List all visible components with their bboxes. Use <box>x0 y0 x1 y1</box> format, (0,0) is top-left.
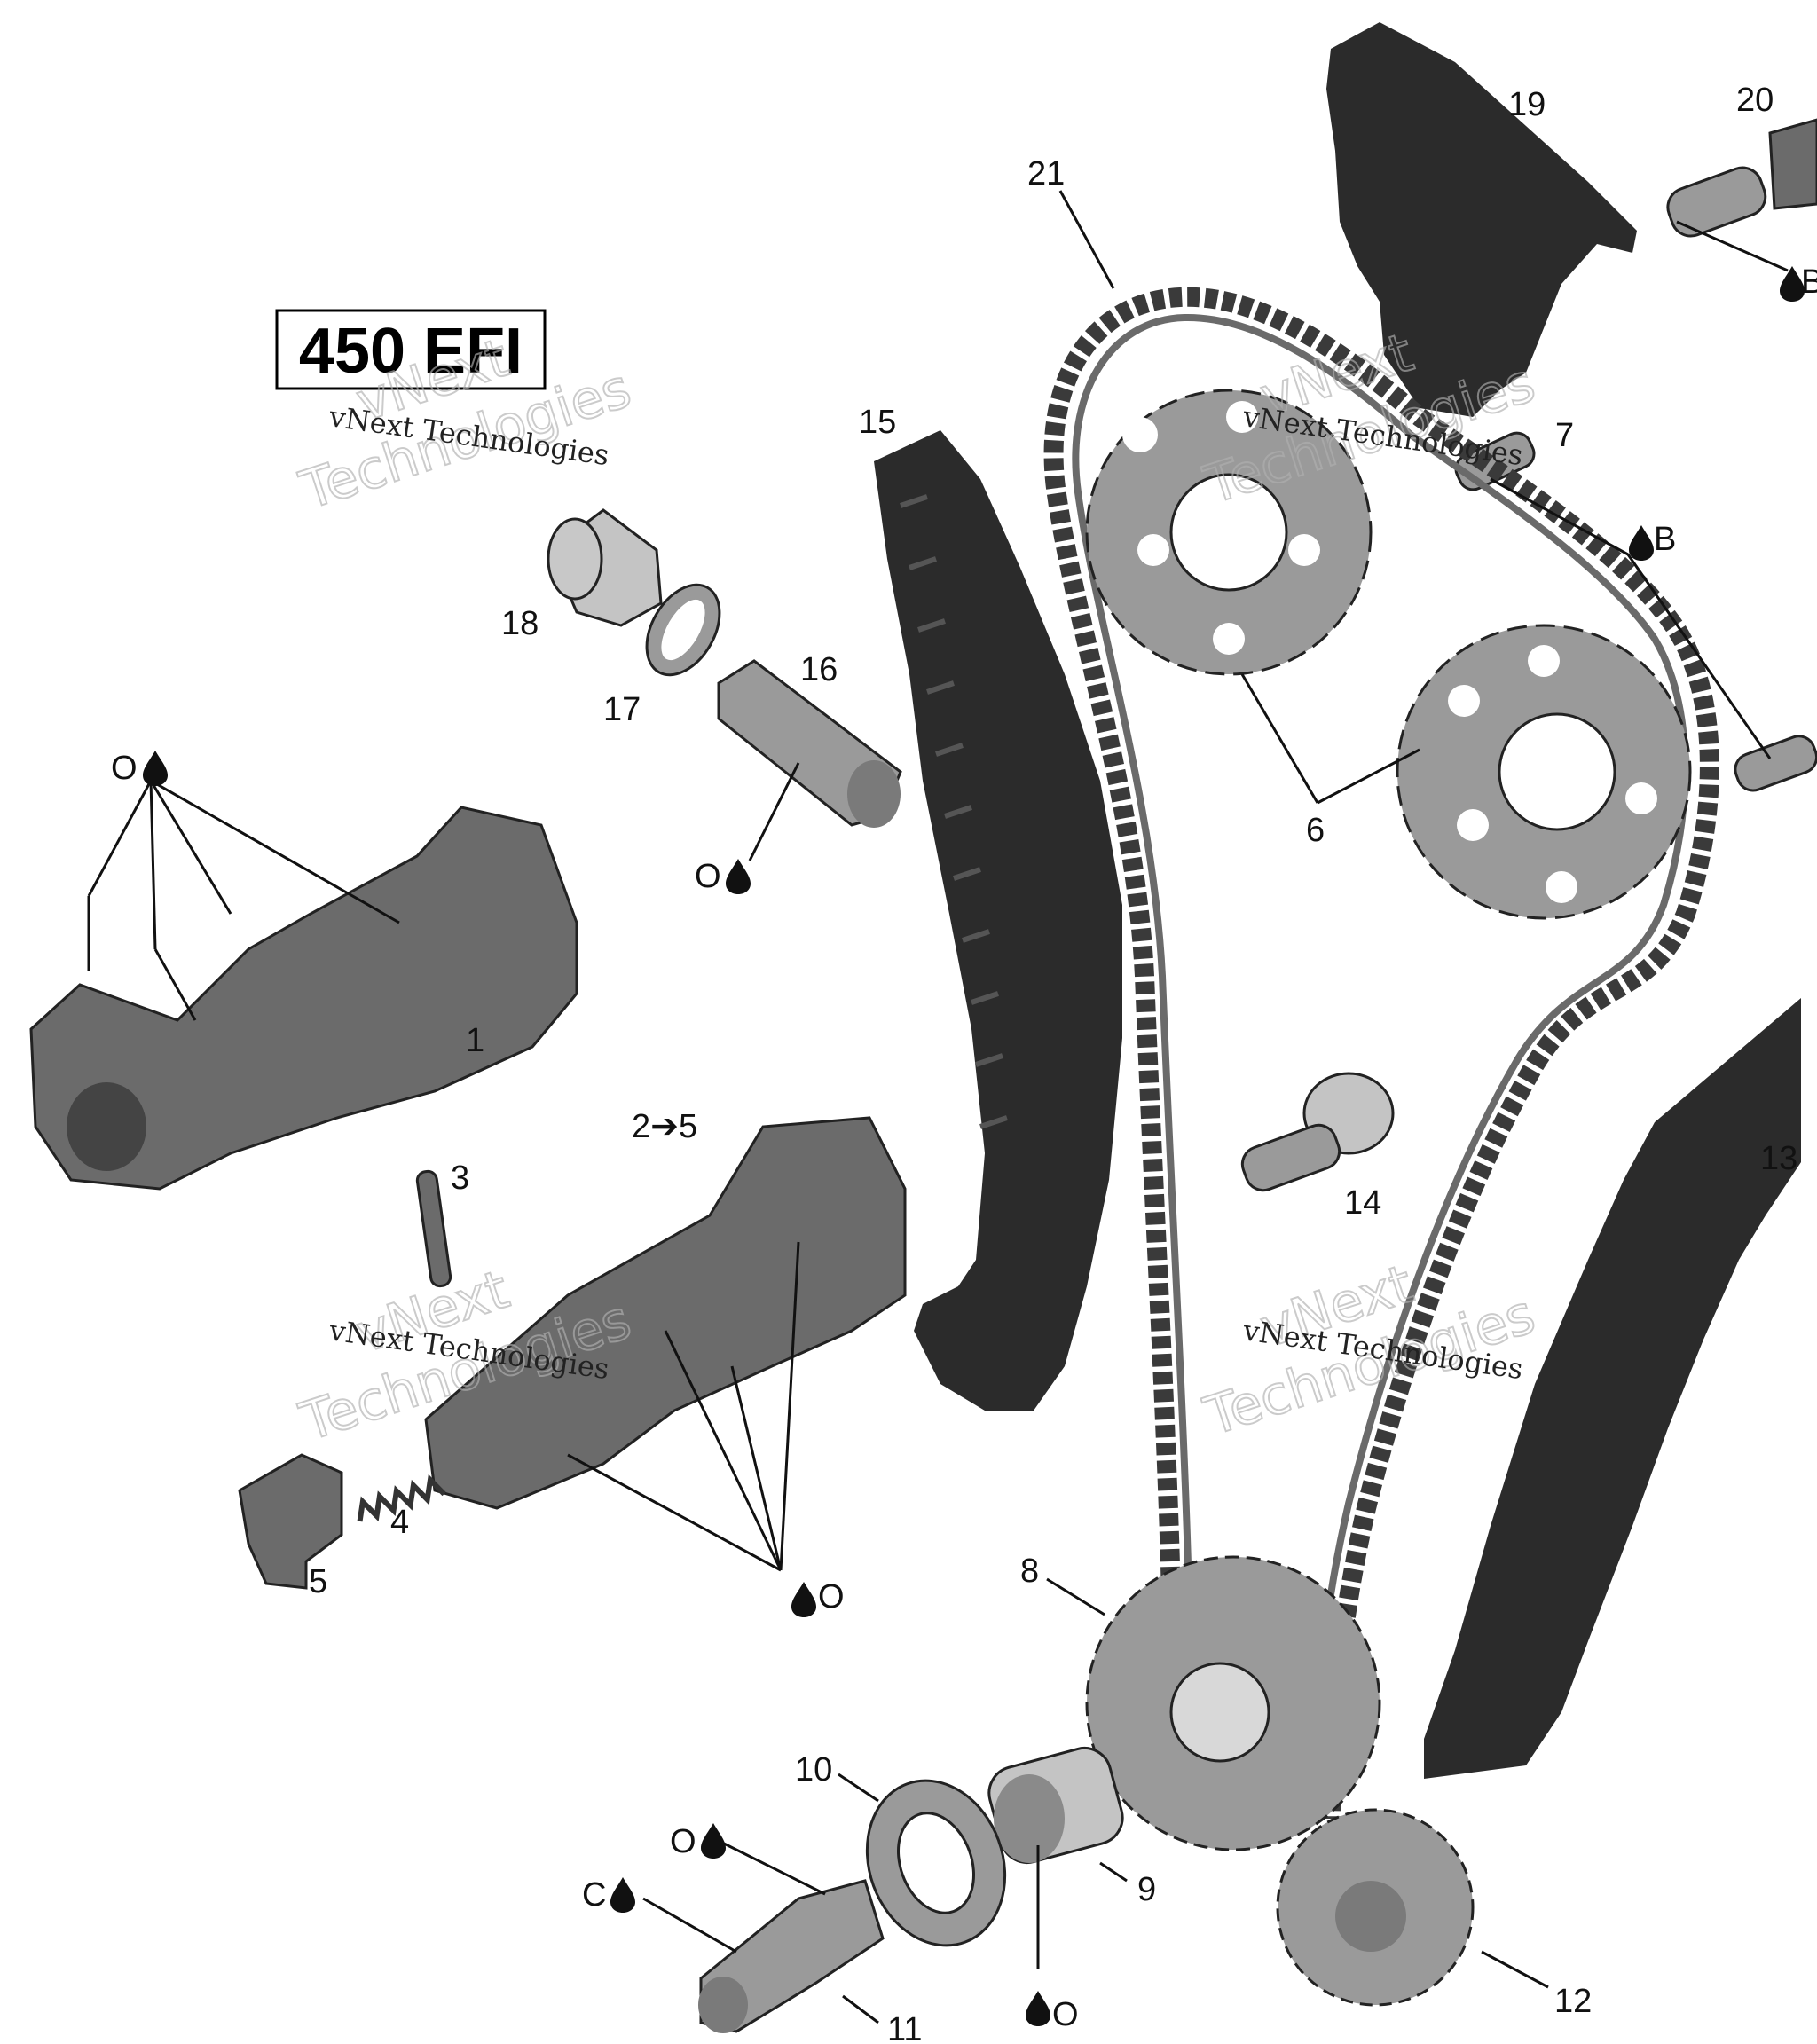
oil-drop-icon <box>143 751 168 786</box>
callout-20: 20 <box>1736 82 1774 119</box>
oil-drop-icon <box>1780 266 1805 302</box>
oil-drop-icon <box>791 1582 816 1617</box>
svg-text:O: O <box>111 750 138 787</box>
callout-1: 1 <box>466 1022 484 1059</box>
lube-symbol-o-drop-shaft: O <box>670 1823 726 1860</box>
callout-4: 4 <box>390 1504 409 1541</box>
svg-text:O: O <box>695 858 721 895</box>
part-9-bushing <box>987 1746 1124 1865</box>
part-bolt-right-edge <box>1734 735 1817 792</box>
part-14-bolt <box>1240 1072 1395 1192</box>
callout-17: 17 <box>603 691 641 728</box>
callout-21: 21 <box>1027 155 1065 193</box>
callout-9: 9 <box>1137 1871 1156 1908</box>
model-title: 450 EFI <box>299 316 523 387</box>
part-7-bolt <box>1454 431 1536 491</box>
part-20-bolt <box>1666 118 1817 238</box>
callout-14: 14 <box>1344 1184 1381 1222</box>
part-15-chain-guide <box>874 430 1122 1411</box>
lube-symbol-o-drop-camshaft: O <box>111 750 168 787</box>
svg-text:O: O <box>818 1578 845 1616</box>
callout-8: 8 <box>1020 1553 1039 1590</box>
svg-text:B: B <box>1801 263 1817 301</box>
part-2-5-camshaft-assembly <box>424 1116 907 1510</box>
part-1-camshaft <box>29 806 578 1191</box>
lube-symbol-o-drop-pin: O <box>695 858 751 895</box>
svg-text:O: O <box>1052 1996 1079 2033</box>
part-15-guide-ribs <box>900 494 1008 1129</box>
callout-6: 6 <box>1306 812 1325 849</box>
svg-text:C: C <box>582 1876 606 1914</box>
part-3-pin <box>415 1169 452 1288</box>
callout-3: 3 <box>451 1160 469 1197</box>
part-16-pin <box>717 659 902 828</box>
callout-13: 13 <box>1760 1140 1797 1177</box>
oil-drop-icon <box>1026 1991 1050 2026</box>
part-17-ring <box>645 583 721 677</box>
oil-drop-icon <box>610 1877 635 1913</box>
oil-drop-icon <box>726 859 751 894</box>
part-6-cam-sprocket-upper <box>1085 389 1373 676</box>
callout-5: 5 <box>309 1563 327 1600</box>
oil-drop-icon <box>701 1823 726 1859</box>
callout-16: 16 <box>800 651 838 688</box>
leader-lines <box>87 190 1789 2024</box>
part-21-chain-inner <box>1072 313 1689 1815</box>
callout-19: 19 <box>1508 86 1546 123</box>
callout-10: 10 <box>795 1751 832 1788</box>
part-21-timing-chain <box>1043 287 1719 1820</box>
part-8-gear <box>1085 1555 1381 1851</box>
part-4-spring <box>357 1474 446 1522</box>
part-5-decompressor-weight <box>238 1453 343 1590</box>
callout-11: 11 <box>887 2011 922 2044</box>
lube-symbol-drop-b-7: B <box>1629 521 1676 561</box>
callout-2-5: 2➔5 <box>632 1108 697 1145</box>
part-13-chain-guide <box>1424 998 1801 1779</box>
part-11-shaft <box>698 1879 885 2033</box>
lube-symbol-drop-o-bushing: O <box>1026 1991 1079 2033</box>
svg-text:O: O <box>670 1823 696 1860</box>
lube-symbol-drop-b-20: B <box>1780 263 1817 302</box>
part-10-washer <box>865 1779 1007 1947</box>
lube-symbol-c-drop-shaft: C <box>582 1876 635 1914</box>
callout-15: 15 <box>859 404 896 441</box>
oil-drop-icon <box>1629 525 1654 561</box>
callout-18: 18 <box>501 605 539 642</box>
part-18-bushing <box>547 508 663 627</box>
part-6-cam-sprocket-lower <box>1396 624 1692 920</box>
callout-7: 7 <box>1555 417 1574 454</box>
part-12-gear <box>1276 1808 1475 2007</box>
callout-12: 12 <box>1554 1983 1592 2020</box>
svg-text:B: B <box>1654 521 1676 558</box>
part-19-upper-chain-guide <box>1326 22 1637 417</box>
lube-symbol-drop-o-camshaft: O <box>791 1578 845 1617</box>
model-title-box <box>275 309 547 390</box>
